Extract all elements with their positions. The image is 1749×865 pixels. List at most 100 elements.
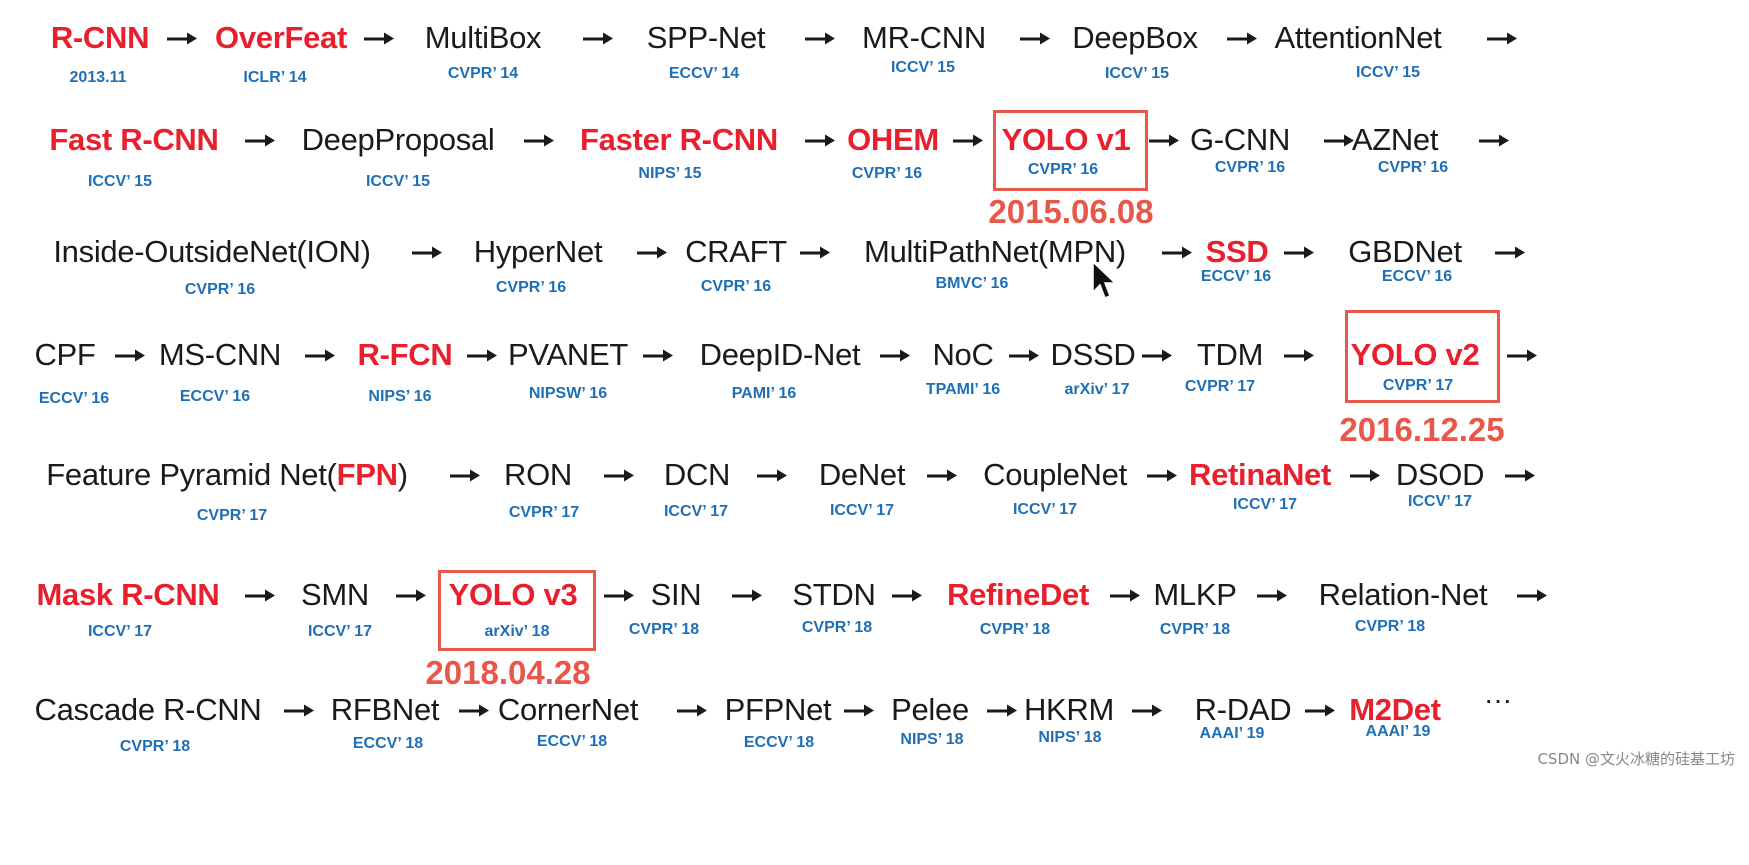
model-name-text: OverFeat	[215, 20, 347, 55]
model-name-text: RON	[504, 457, 572, 492]
arrow-right-icon	[1257, 589, 1287, 602]
venue-label: NIPS’ 18	[900, 731, 964, 748]
model-name-text: Fast R-CNN	[49, 122, 219, 157]
arrow-right-icon	[459, 704, 489, 717]
highlight-box	[438, 570, 596, 651]
model-name-text: AttentionNet	[1274, 20, 1442, 55]
model-name-text: YOLO v2	[1350, 337, 1480, 372]
model-name-r-fcn: R-FCN	[358, 337, 453, 373]
venue-label: ECCV’ 18	[352, 735, 424, 752]
arrow-right-icon	[1505, 469, 1535, 482]
arrow-right-icon	[604, 589, 634, 602]
arrow-right-icon	[953, 134, 983, 147]
model-name-gbdnet: GBDNet	[1348, 234, 1462, 270]
arrow-right-icon	[1284, 349, 1314, 362]
venue-label: ICCV’ 17	[1012, 501, 1078, 518]
venue-label: CVPR’ 17	[1382, 377, 1454, 394]
model-name-inside-outsidenet-ion: Inside-OutsideNet(ION)	[53, 234, 371, 270]
venue-label: NIPSW’ 16	[528, 385, 608, 402]
venue-label: BMVC’ 16	[935, 275, 1009, 292]
highlight-box	[993, 110, 1148, 191]
arrow-right-icon	[1147, 469, 1177, 482]
arrow-right-icon	[604, 469, 634, 482]
model-name-couplenet: CoupleNet	[983, 457, 1127, 493]
venue-label: CVPR’ 18	[801, 619, 873, 636]
arrow-right-icon	[412, 246, 442, 259]
arrow-right-icon	[305, 349, 335, 362]
arrow-right-icon	[732, 589, 762, 602]
venue-label: CVPR’ 17	[1184, 378, 1256, 395]
arrow-right-icon	[643, 349, 673, 362]
model-name-r-cnn: R-CNN	[51, 20, 150, 56]
model-name-text: RetinaNet	[1189, 457, 1331, 492]
model-name-attentionnet: AttentionNet	[1274, 20, 1441, 56]
model-name-deepid-net: DeepID-Net	[700, 337, 861, 373]
model-name-dssd: DSSD	[1051, 337, 1136, 373]
arrow-right-icon	[167, 32, 197, 45]
venue-label: CVPR’ 16	[184, 281, 256, 298]
model-name-fast-r-cnn: Fast R-CNN	[49, 122, 219, 158]
model-name-text: G-CNN	[1189, 122, 1291, 157]
model-name-highlight: FPN	[336, 457, 398, 492]
venue-label: PAMI’ 16	[731, 385, 797, 402]
arrow-right-icon	[1479, 134, 1509, 147]
arrow-right-icon	[637, 246, 667, 259]
arrow-right-icon	[1305, 704, 1335, 717]
venue-label: ICCV’ 15	[87, 173, 153, 190]
arrow-right-icon	[1495, 246, 1525, 259]
venue-label: arXiv’ 17	[1064, 381, 1130, 398]
arrow-right-icon	[467, 349, 497, 362]
model-name-cascade-r-cnn: Cascade R-CNN	[35, 692, 262, 728]
venue-label: ECCV’ 16	[1200, 268, 1272, 285]
arrow-right-icon	[1227, 32, 1257, 45]
model-name-text: Cascade R-CNN	[34, 692, 262, 727]
venue-label: CVPR’ 18	[979, 621, 1051, 638]
arrow-right-icon	[987, 704, 1017, 717]
arrow-right-icon	[805, 32, 835, 45]
mouse-cursor-icon	[1092, 260, 1117, 299]
venue-label: CVPR’ 14	[447, 65, 519, 82]
venue-label: CVPR’ 18	[628, 621, 700, 638]
model-name-text: CPF	[34, 337, 96, 372]
model-name-text: DeepProposal	[301, 122, 495, 157]
venue-label: CVPR’ 16	[1377, 159, 1449, 176]
model-name-text: CoupleNet	[983, 457, 1127, 492]
arrow-right-icon	[800, 246, 830, 259]
model-name-yolo-v3: YOLO v3	[449, 577, 578, 613]
arrow-right-icon	[844, 704, 874, 717]
arrow-right-icon	[450, 469, 480, 482]
model-name-sin: SIN	[651, 577, 702, 613]
model-name-spp-net: SPP-Net	[647, 20, 766, 56]
model-name-text: CornerNet	[497, 692, 639, 727]
venue-label: CVPR’ 16	[1027, 161, 1099, 178]
model-name-multibox: MultiBox	[425, 20, 542, 56]
model-name-text: SMN	[301, 577, 369, 612]
model-name-text: CRAFT	[685, 234, 787, 269]
venue-label: CVPR’ 18	[119, 738, 191, 755]
arrow-right-icon	[1507, 349, 1537, 362]
venue-label: ECCV’ 14	[668, 65, 740, 82]
model-name-text: RefineDet	[947, 577, 1089, 612]
arrow-right-icon	[1020, 32, 1050, 45]
venue-label: CVPR’ 16	[851, 165, 923, 182]
arrow-right-icon	[892, 589, 922, 602]
model-name-pfpnet: PFPNet	[725, 692, 832, 728]
model-name-text: DSOD	[1395, 457, 1485, 492]
arrow-right-icon	[245, 134, 275, 147]
model-name-text: PFPNet	[724, 692, 832, 727]
arrow-right-icon	[1110, 589, 1140, 602]
model-name-text: SPP-Net	[646, 20, 766, 55]
arrow-right-icon	[677, 704, 707, 717]
venue-label: CVPR’ 16	[1214, 159, 1286, 176]
model-name-tail: )	[397, 457, 408, 492]
model-name-hkrm: HKRM	[1024, 692, 1114, 728]
arrow-right-icon	[396, 589, 426, 602]
arrow-right-icon	[1350, 469, 1380, 482]
arrow-right-icon	[115, 349, 145, 362]
venue-label: ECCV’ 18	[536, 733, 608, 750]
venue-label: arXiv’ 18	[484, 623, 550, 640]
venue-label: ICCV’ 17	[1407, 493, 1473, 510]
model-name-text: PVANET	[508, 337, 628, 372]
arrow-right-icon	[1324, 134, 1354, 147]
model-name-text: SSD	[1205, 234, 1269, 269]
